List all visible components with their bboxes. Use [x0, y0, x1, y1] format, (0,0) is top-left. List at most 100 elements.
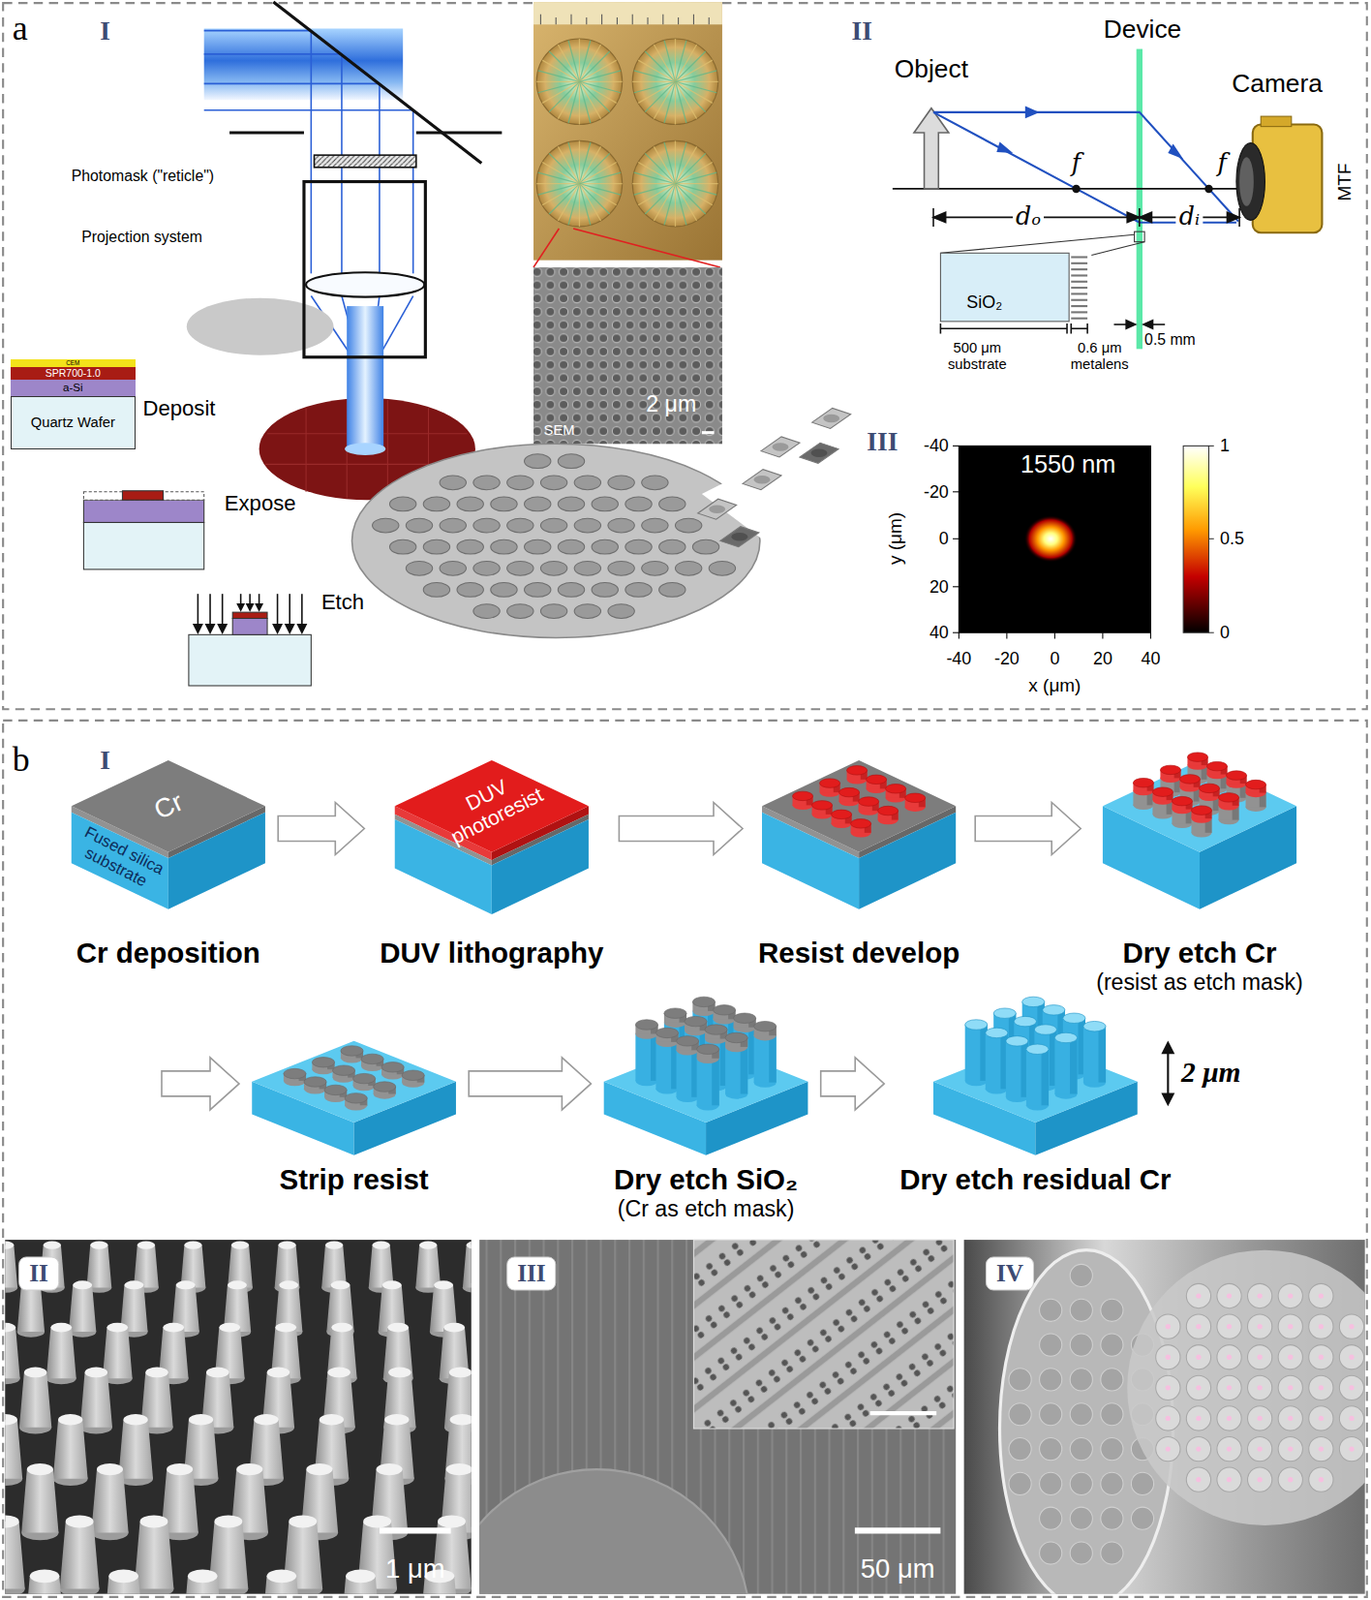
- pillar: [1069, 1036, 1078, 1094]
- pillar: [635, 1019, 658, 1030]
- wafer-photo: [1309, 1282, 1334, 1308]
- sem-pillars: [227, 1279, 247, 1289]
- metalens-photo: [664, 142, 675, 184]
- diced-wafer: [405, 517, 432, 533]
- metalens-photo: [568, 40, 579, 83]
- diced-wafer: [507, 517, 534, 533]
- metalens-photo: [557, 146, 579, 183]
- diced-wafer: [591, 582, 618, 598]
- flow-arrow: [277, 802, 365, 855]
- wafer-photo: [1069, 1263, 1093, 1286]
- flow-arrow: [821, 1057, 885, 1110]
- wafer-photo: [1186, 1374, 1211, 1400]
- pillar: [1054, 1036, 1077, 1094]
- diced-wafer: [608, 604, 635, 619]
- sem-pillars: [450, 1413, 472, 1425]
- metalens-photo: [536, 140, 623, 227]
- metalens-photo: [674, 162, 712, 184]
- process-block: [251, 1040, 457, 1156]
- diced-wafer: [812, 407, 852, 428]
- diced-wafer: [659, 496, 686, 512]
- diced-wafer: [799, 442, 839, 463]
- block-top: [1102, 760, 1297, 853]
- diced-wafer: [439, 475, 466, 490]
- layer-name: Quartz Wafer: [30, 415, 116, 430]
- diced-wafer: [608, 517, 635, 533]
- sem-pillars: [60, 1521, 100, 1589]
- sem-pillars: [4, 1241, 471, 1594]
- distance-label: dᵢ: [1176, 203, 1203, 232]
- wafer-photo: [1069, 1402, 1093, 1426]
- pillar: [311, 1057, 335, 1067]
- wafer-photo: [1248, 1435, 1273, 1461]
- wafer-photo: [1217, 1344, 1242, 1370]
- panel-letter: a: [12, 8, 29, 49]
- sem-pillars: [327, 1367, 351, 1378]
- wafer-photo: [1000, 1249, 1366, 1594]
- wafer-photo: [1309, 1435, 1334, 1461]
- wafer-photo: [533, 1, 723, 261]
- panel-numeral: I: [99, 16, 111, 47]
- sem-pillars: [90, 1241, 108, 1250]
- axis-tick: 20: [1093, 647, 1113, 669]
- wafer-photo: [1248, 1313, 1273, 1339]
- pillar: [1190, 805, 1212, 815]
- shadow: [186, 298, 335, 356]
- pillar: [725, 1046, 748, 1094]
- metalens-photo: [578, 172, 621, 183]
- step-label: Etch: [321, 589, 365, 614]
- pillar: [1054, 1032, 1077, 1042]
- diced-wafer: [540, 475, 567, 490]
- sem-pillars: [388, 1367, 412, 1378]
- sem-pillars: [85, 1367, 109, 1378]
- diced-wafer: [608, 560, 635, 576]
- diced-wafer: [423, 582, 450, 598]
- pillar: [1246, 779, 1267, 789]
- step-caption: Dry etch residual Cr: [891, 1162, 1179, 1196]
- pillar: [1026, 1048, 1049, 1105]
- sem-pillars: [30, 1568, 61, 1583]
- wafer-photo: [540, 14, 542, 26]
- wafer-photo: [1278, 1466, 1303, 1492]
- device-plane: [1136, 49, 1143, 350]
- axis-tick: -20: [994, 647, 1020, 669]
- diced-wafer: [507, 475, 534, 490]
- wafer-photo: [1217, 1282, 1242, 1308]
- axis-tick: 40: [1140, 647, 1160, 669]
- sem-pillars: [4, 1241, 14, 1250]
- camera: [1260, 116, 1292, 127]
- sem-pillars: [437, 1514, 466, 1527]
- wafer-photo: [1069, 1368, 1093, 1391]
- material-label: SiO₂: [966, 292, 1003, 313]
- pillar: [885, 784, 907, 793]
- metalens-photo: [674, 172, 717, 183]
- wafer-photo: [1217, 1435, 1242, 1461]
- sem-pillars: [4, 1327, 20, 1379]
- layer-box: Quartz Wafer: [10, 396, 137, 450]
- wafer-photo: [1069, 1436, 1093, 1460]
- sem-photo: [479, 1468, 750, 1594]
- metalens-grating: [1070, 280, 1088, 283]
- sem-pillars: [4, 1413, 18, 1425]
- pillar: [847, 765, 868, 775]
- exposure-beam: [344, 442, 386, 456]
- metalens-photo: [578, 140, 580, 183]
- sem-pillars: [383, 1327, 414, 1379]
- diced-wafer: [540, 517, 567, 533]
- panel-numeral: III: [866, 427, 898, 458]
- substrate: [940, 252, 1069, 322]
- metalens-grating: [1070, 257, 1088, 319]
- block-top: [933, 1040, 1138, 1123]
- panel-frame: [2, 2, 1368, 709]
- intensity-map: [958, 632, 960, 639]
- pillar: [1187, 752, 1208, 762]
- pillar: [304, 1076, 327, 1087]
- diced-wafer: [641, 475, 669, 490]
- pillar: [344, 1093, 367, 1103]
- wafer-photo: [708, 17, 710, 25]
- inset: [1134, 231, 1146, 243]
- wafer-photo: [1287, 1354, 1293, 1360]
- scale-bar: [701, 430, 715, 434]
- step-caption: Cr deposition: [65, 936, 271, 970]
- pillar: [1083, 1020, 1106, 1031]
